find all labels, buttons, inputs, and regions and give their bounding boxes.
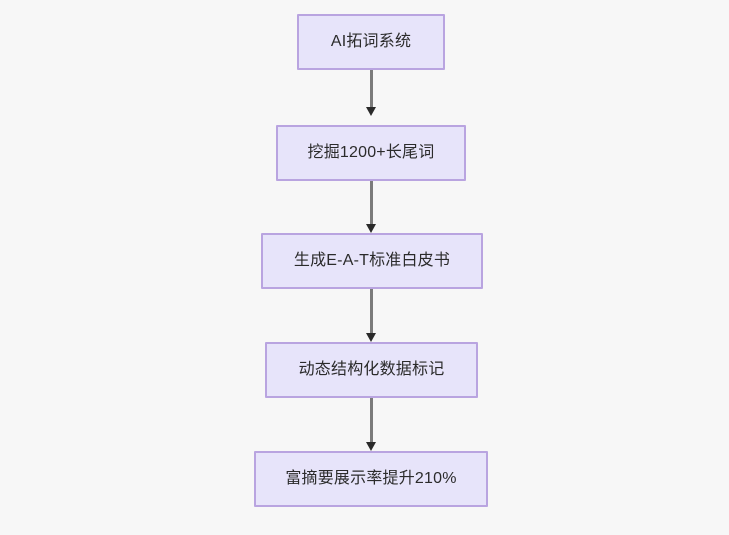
arrowhead-down-icon: [366, 333, 376, 342]
arrowhead-down-icon: [366, 442, 376, 451]
flow-node-label: 动态结构化数据标记: [298, 361, 445, 378]
flow-node-label: 富摘要展示率提升210%: [285, 470, 457, 487]
arrowhead-down-icon: [366, 107, 376, 116]
flow-node-label: 生成E-A-T标准白皮书: [293, 252, 451, 269]
flow-node-ai-keyword-system[interactable]: AI拓词系统: [297, 14, 445, 70]
edge-line: [369, 289, 373, 333]
flow-node-rich-snippet-rate-increase[interactable]: 富摘要展示率提升210%: [254, 451, 488, 507]
edge-line: [369, 181, 373, 224]
arrowhead-down-icon: [366, 224, 376, 233]
edge-line: [369, 70, 373, 107]
flow-node-mine-longtail-keywords[interactable]: 挖掘1200+长尾词: [276, 125, 466, 181]
flow-node-generate-eat-whitepaper[interactable]: 生成E-A-T标准白皮书: [261, 233, 483, 289]
flow-node-label: 挖掘1200+长尾词: [307, 144, 435, 161]
edge-line: [369, 398, 373, 442]
flow-node-label: AI拓词系统: [330, 33, 412, 50]
flow-node-dynamic-structured-data-markup[interactable]: 动态结构化数据标记: [265, 342, 478, 398]
